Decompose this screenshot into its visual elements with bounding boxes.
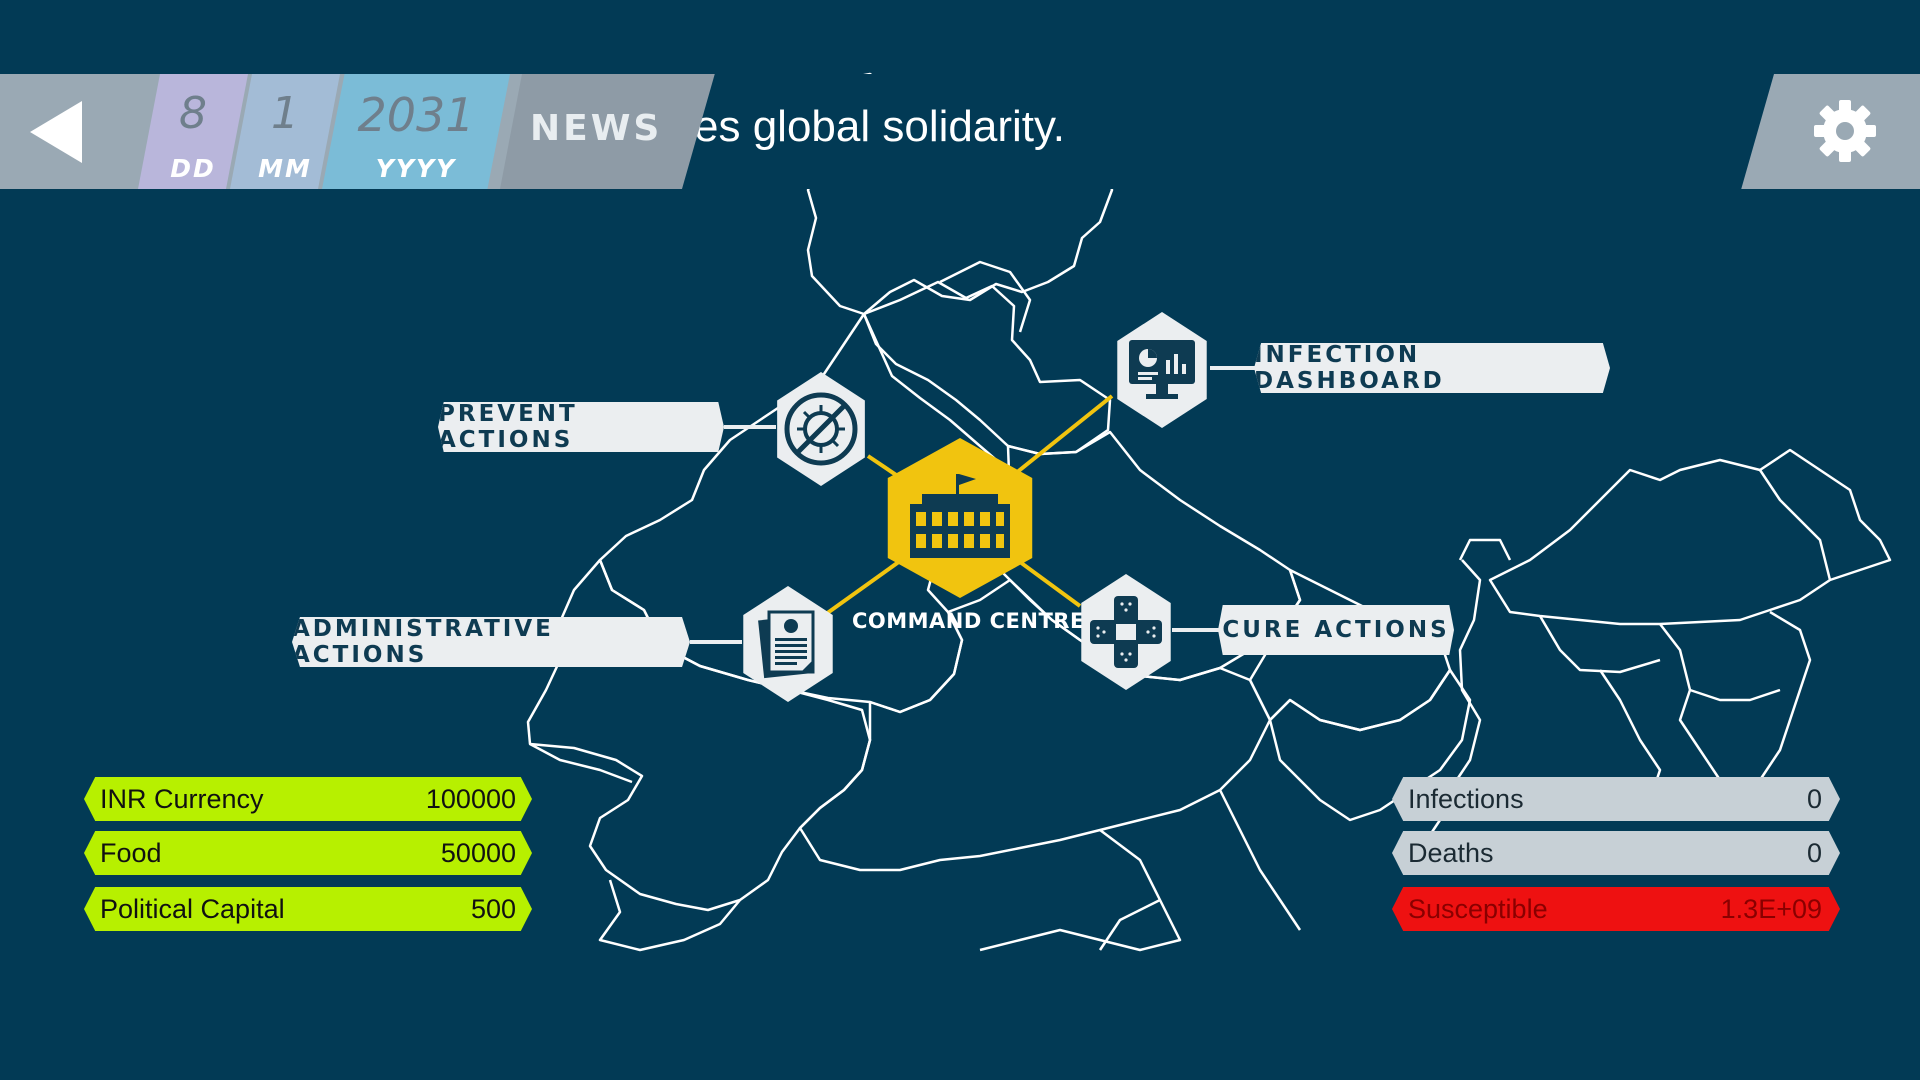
administrative-actions-button[interactable]: ADMINISTRATIVE ACTIONS: [292, 617, 690, 667]
stat-label: Deaths: [1408, 838, 1494, 868]
resource-political-capital: Political Capital 500: [84, 887, 532, 931]
date-year-unit: YYYY: [375, 154, 457, 183]
back-arrow-icon: [30, 100, 82, 163]
back-button[interactable]: [0, 74, 180, 189]
resource-label: Political Capital: [100, 894, 285, 924]
command-centre-label[interactable]: COMMAND CENTRE: [852, 609, 1085, 633]
date-month-unit: MM: [258, 154, 312, 183]
government-building-icon: [910, 474, 1010, 558]
date-month-value: 1: [271, 88, 299, 139]
virus-prohibited-icon: [784, 392, 858, 466]
resource-label: Food: [100, 838, 162, 868]
cure-actions-button[interactable]: CURE ACTIONS: [1218, 605, 1454, 655]
resource-food: Food 50000: [84, 831, 532, 875]
stat-label: Susceptible: [1408, 894, 1548, 924]
date-year: 2031 YYYY: [322, 74, 510, 189]
gear-icon: [1814, 100, 1876, 162]
date-month: 1 MM: [230, 74, 340, 189]
infection-dashboard-button[interactable]: INFECTION DASHBOARD: [1254, 343, 1610, 393]
resource-inr-currency: INR Currency 100000: [84, 777, 532, 821]
top-bar: 8 DD 1 MM 2031 YYYY NEWS es global solid…: [0, 74, 1920, 189]
document-icon: [758, 610, 815, 679]
resource-label: INR Currency: [100, 784, 264, 814]
bandage-icon: [1090, 596, 1162, 668]
infection-dashboard-label: INFECTION DASHBOARD: [1254, 342, 1445, 394]
cure-actions-label: CURE ACTIONS: [1222, 617, 1450, 643]
news-ticker-text: es global solidarity.: [694, 102, 1065, 151]
stat-infections: Infections 0: [1392, 777, 1840, 821]
date-day-unit: DD: [170, 154, 216, 183]
resource-value: 500: [470, 894, 516, 924]
command-centre-node[interactable]: [887, 438, 1033, 598]
stat-susceptible: Susceptible 1.3E+09: [1392, 887, 1840, 931]
resource-value: 50000: [440, 838, 516, 868]
stat-label: Infections: [1408, 784, 1524, 814]
administrative-actions-label: ADMINISTRATIVE ACTIONS: [292, 616, 554, 668]
date-day-value: 8: [179, 88, 207, 139]
stat-value: 1.3E+09: [1720, 894, 1822, 924]
prevent-actions-button[interactable]: PREVENT ACTIONS: [438, 402, 724, 452]
monitor-chart-icon: [1129, 340, 1195, 399]
stat-value: 0: [1806, 838, 1822, 868]
date-year-value: 2031: [357, 88, 475, 142]
news-ticker[interactable]: es global solidarity.: [682, 74, 1774, 189]
news-tag-label: NEWS: [530, 108, 663, 149]
stat-value: 0: [1806, 784, 1822, 814]
stat-deaths: Deaths 0: [1392, 831, 1840, 875]
prevent-actions-node[interactable]: [777, 372, 865, 486]
news-tag: NEWS: [500, 74, 720, 189]
resource-value: 100000: [425, 784, 516, 814]
prevent-actions-label: PREVENT ACTIONS: [438, 401, 578, 453]
